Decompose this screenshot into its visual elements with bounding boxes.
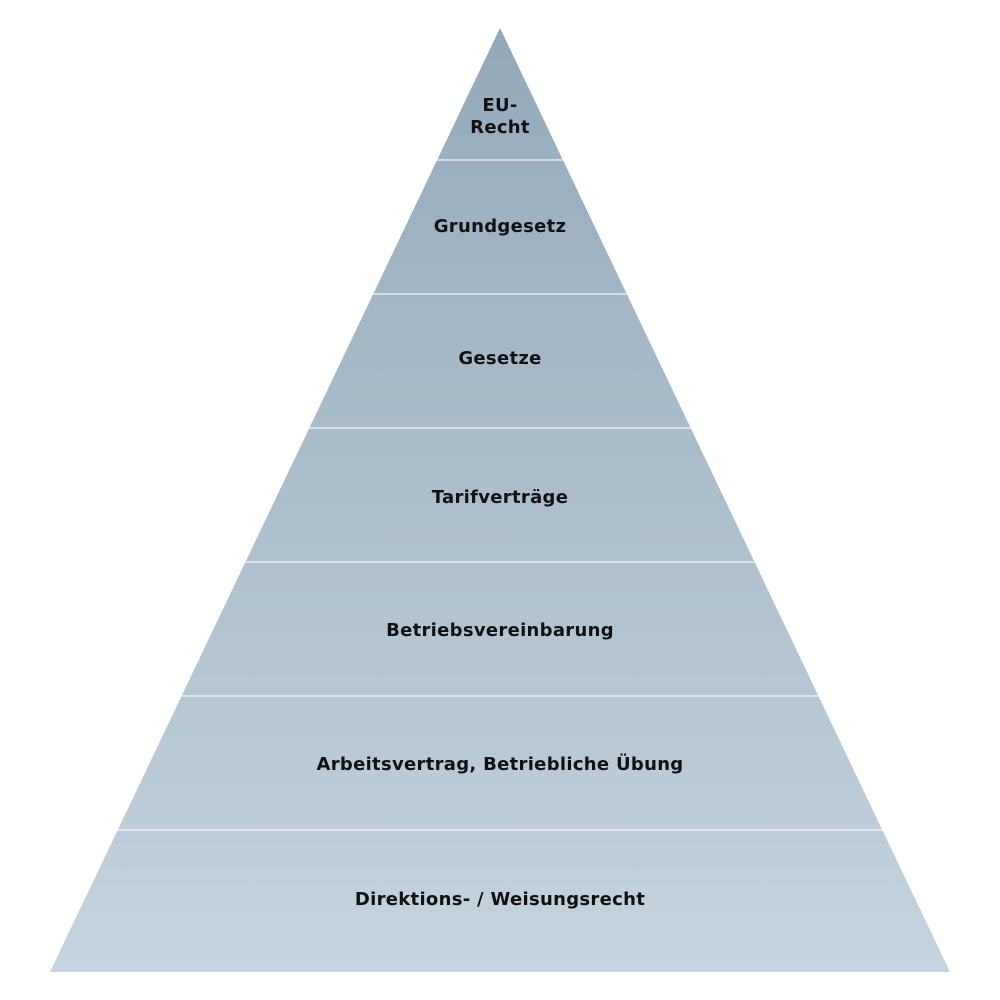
tier-label-4: Tarifverträge <box>432 487 568 508</box>
tier-label-6: Arbeitsvertrag, Betriebliche Übung <box>316 753 683 775</box>
tier-label-2: Grundgesetz <box>434 216 567 237</box>
tier-label-line: EU- <box>482 95 517 116</box>
tier-label-line: Direktions- / Weisungsrecht <box>355 889 645 910</box>
tier-label-line: Tarifverträge <box>432 487 568 508</box>
tier-label-line: Grundgesetz <box>434 216 567 237</box>
tier-label-5: Betriebsvereinbarung <box>386 620 614 641</box>
tier-label-line: Arbeitsvertrag, Betriebliche Übung <box>316 753 683 775</box>
tier-label-7: Direktions- / Weisungsrecht <box>355 889 645 910</box>
tier-separators <box>117 159 883 831</box>
tier-labels: EU-RechtGrundgesetzGesetzeTarifverträgeB… <box>316 95 683 910</box>
tier-label-line: Betriebsvereinbarung <box>386 620 614 641</box>
pyramid-shape <box>50 28 950 972</box>
tier-label-3: Gesetze <box>458 348 541 369</box>
tier-label-line: Gesetze <box>458 348 541 369</box>
tier-label-line: Recht <box>470 117 530 138</box>
tier-label-1: EU-Recht <box>470 95 530 138</box>
